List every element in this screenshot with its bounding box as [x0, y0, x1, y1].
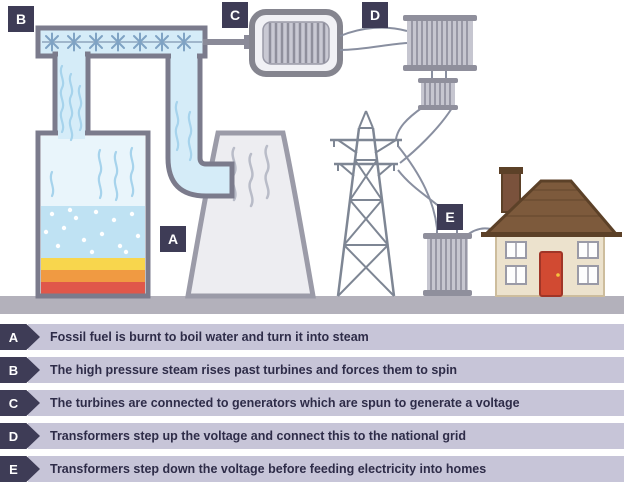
eaves [481, 232, 622, 237]
boiler-water [41, 206, 145, 258]
turbine-rotor [155, 32, 169, 52]
legend-row-c: C The turbines are connected to generato… [0, 390, 624, 416]
duct-junction [58, 51, 85, 59]
legend-letter-c: C [8, 395, 19, 411]
steam-downcomer-pipe [165, 51, 235, 199]
marker-e-letter: E [445, 209, 454, 225]
legend-text-d: Transformers step up the voltage and con… [50, 429, 467, 443]
duct-junction [171, 51, 197, 59]
legend-text-a: Fossil fuel is burnt to boil water and t… [50, 330, 369, 344]
turbine-rotor [133, 32, 147, 52]
legend-letter-a: A [8, 329, 19, 345]
legend-bar-d: Transformers step up the voltage and con… [28, 423, 624, 449]
cooling-tower [185, 130, 316, 299]
generator-coils [268, 23, 326, 63]
legend-row-e: E Transformers step down the voltage bef… [0, 456, 624, 482]
power-station-illustration: B C D A E [0, 2, 624, 314]
boiler [35, 130, 151, 299]
legend-letter-d: D [8, 428, 19, 444]
pylon [330, 110, 402, 297]
flame-yellow [41, 258, 145, 270]
turbine-rotor [89, 32, 103, 52]
marker-b: B [8, 6, 34, 32]
legend-bar-a: Fossil fuel is burnt to boil water and t… [28, 324, 624, 350]
turbine-rotor [111, 32, 125, 52]
marker-d-letter: D [370, 7, 380, 23]
legend: A Fossil fuel is burnt to boil water and… [0, 316, 624, 482]
marker-a-letter: A [168, 231, 178, 247]
flame-red [41, 282, 145, 294]
marker-a: A [160, 226, 186, 252]
turbine-rotor [67, 32, 81, 52]
marker-b-letter: B [16, 11, 26, 27]
marker-e: E [437, 204, 463, 230]
roof-shingles [505, 189, 601, 217]
turbine-rotors [45, 32, 191, 52]
ground [0, 296, 624, 314]
legend-letter-b: B [8, 362, 19, 378]
legend-row-d: D Transformers step up the voltage and c… [0, 423, 624, 449]
legend-bar-e: Transformers step down the voltage befor… [28, 456, 624, 482]
legend-row-a: A Fossil fuel is burnt to boil water and… [0, 324, 624, 350]
legend-bar-b: The high pressure steam rises past turbi… [28, 357, 624, 383]
legend-row-b: B The high pressure steam rises past tur… [0, 357, 624, 383]
marker-c: C [222, 2, 248, 28]
grid-transformer [418, 78, 458, 110]
legend-bar-c: The turbines are connected to generators… [28, 390, 624, 416]
water-bubbles [43, 207, 141, 255]
drive-shaft [203, 39, 253, 45]
step-up-transformer [403, 15, 477, 71]
marker-d: D [362, 2, 388, 28]
legend-text-c: The turbines are connected to generators… [50, 396, 520, 410]
house [481, 167, 622, 297]
legend-letter-e: E [9, 461, 18, 477]
windows [505, 241, 599, 285]
flame-orange [41, 270, 145, 282]
turbine-rotor [177, 32, 191, 52]
turbine-rotor [45, 32, 59, 52]
steam-wisps [49, 64, 193, 202]
door-knob [556, 273, 560, 277]
chimney-cap [499, 167, 523, 174]
front-door [539, 251, 563, 297]
boiler-steam-space [41, 136, 145, 206]
legend-text-e: Transformers step down the voltage befor… [50, 462, 487, 476]
step-down-transformer [423, 227, 472, 296]
legend-text-b: The high pressure steam rises past turbi… [50, 363, 458, 377]
generator [249, 9, 343, 77]
marker-c-letter: C [230, 7, 240, 23]
